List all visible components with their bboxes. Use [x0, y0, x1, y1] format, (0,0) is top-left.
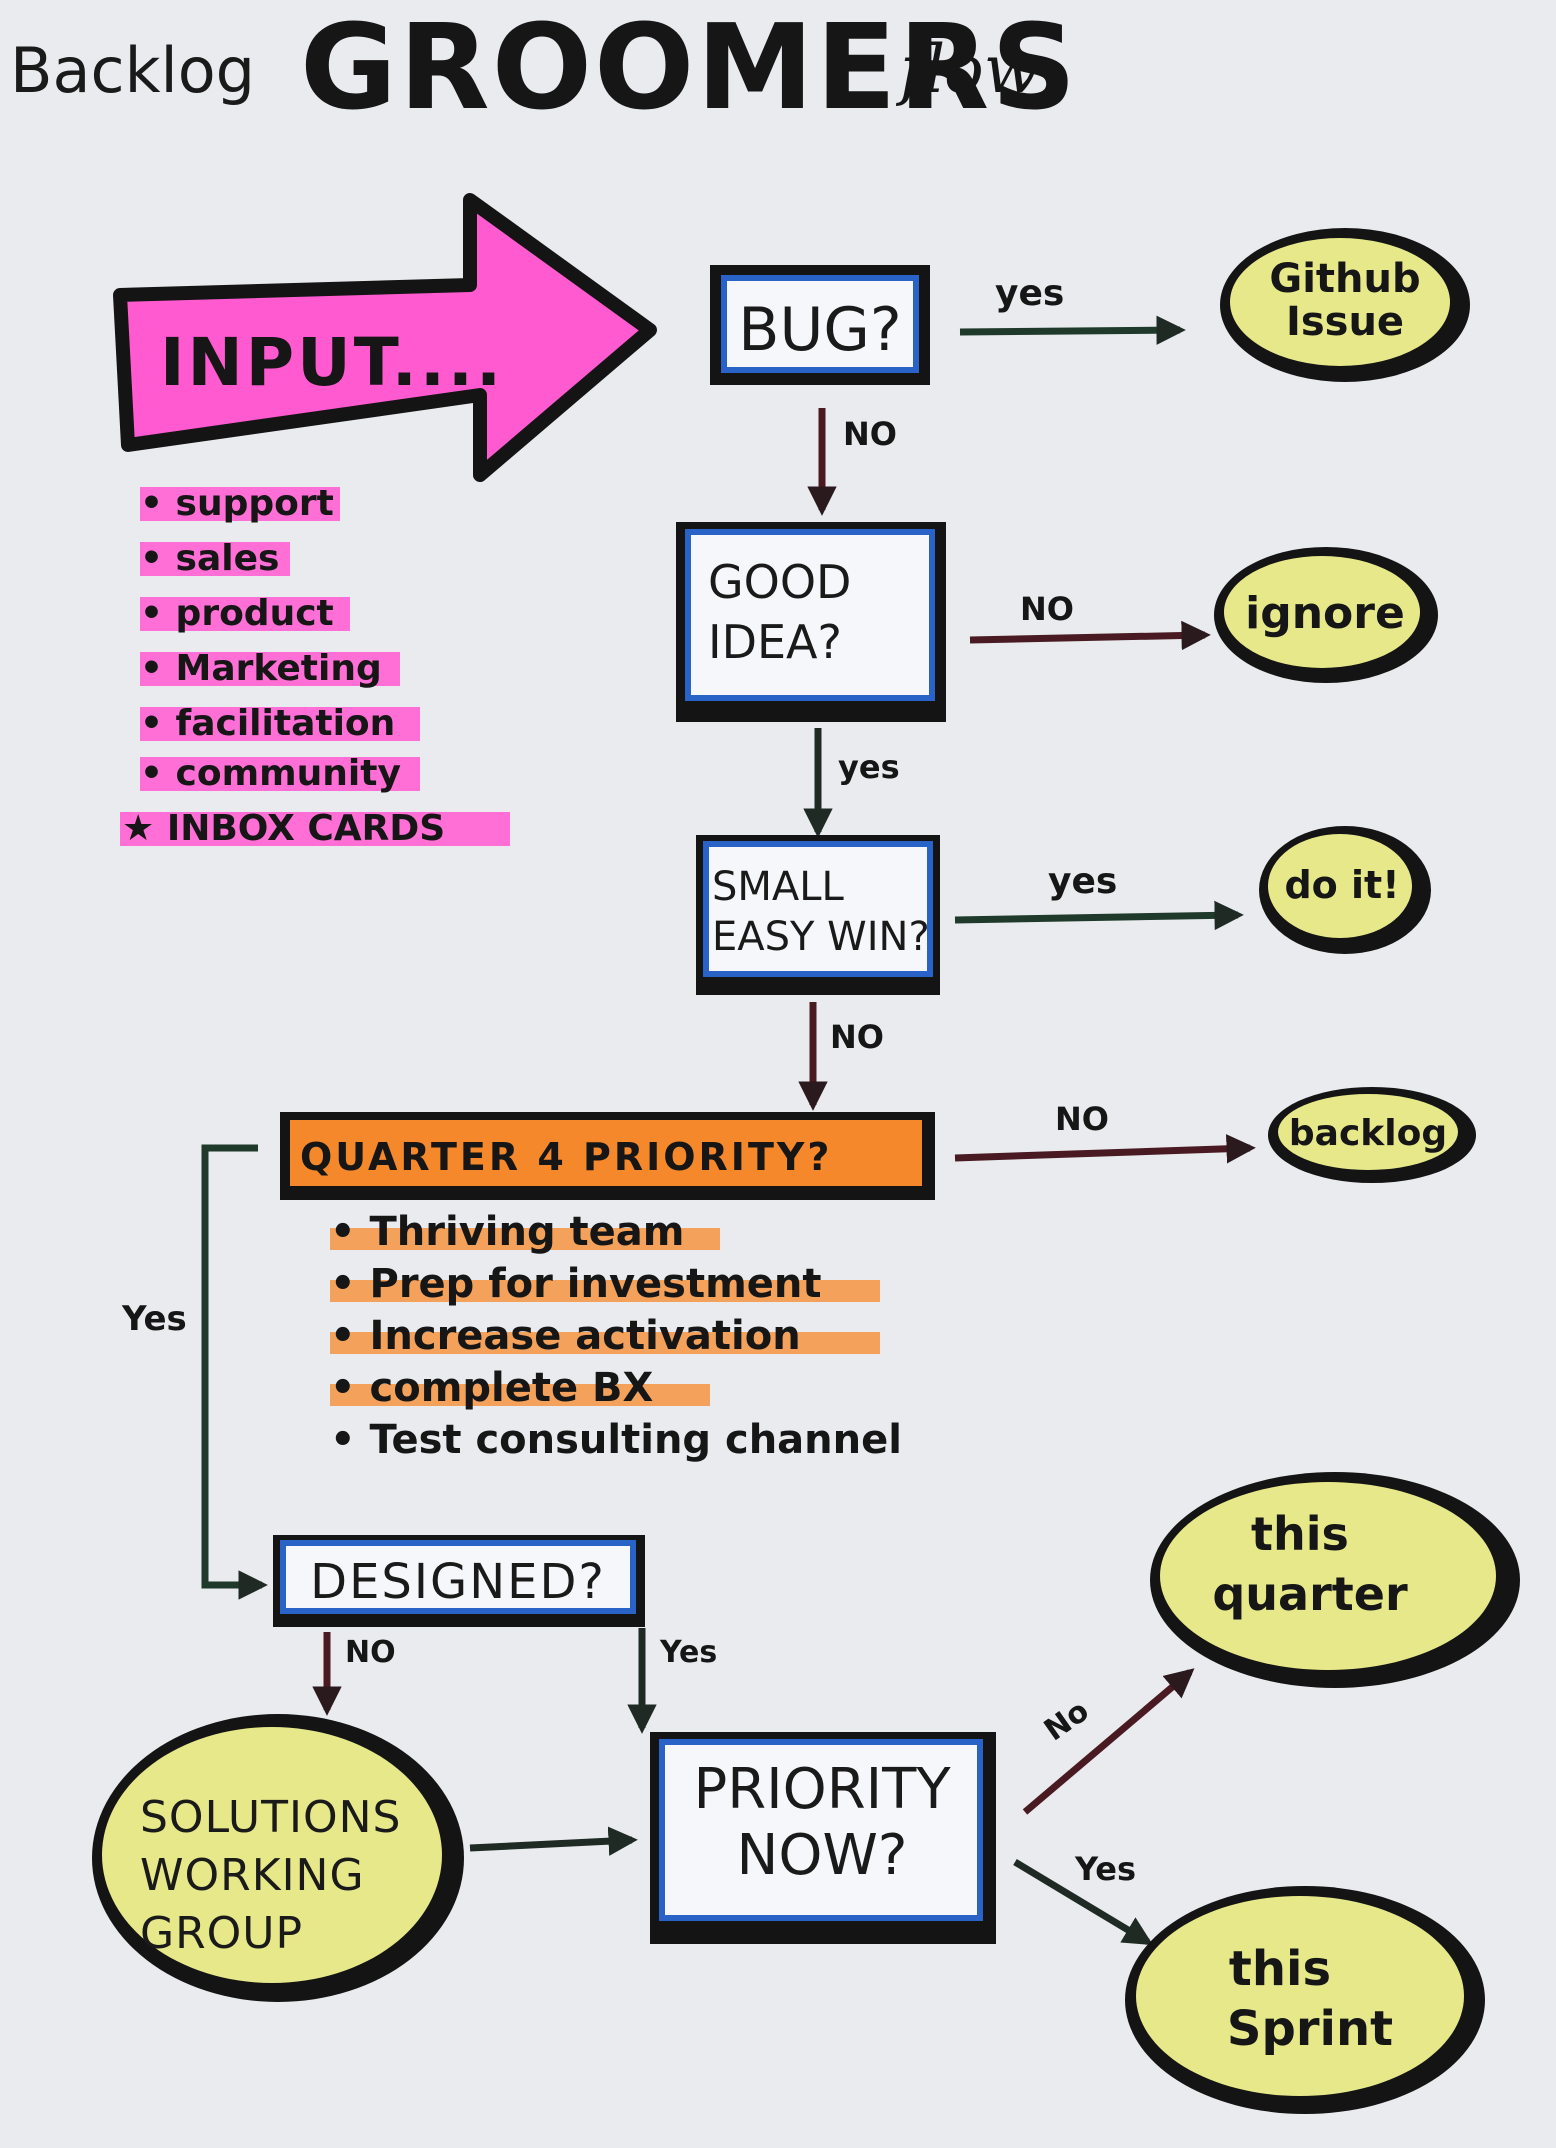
decision-q4-priority: QUARTER 4 PRIORITY? [280, 1112, 935, 1200]
label-now-no: No [1038, 1693, 1096, 1748]
label-now-yes: Yes [1074, 1850, 1136, 1888]
source-item: • community [140, 753, 401, 794]
source-item: • sales [140, 538, 279, 579]
arrow-bug-yes [959, 315, 1186, 345]
arrow-solutions-to-priority [469, 1826, 638, 1856]
backlog-label: backlog [1289, 1113, 1447, 1154]
arrow-win-yes [954, 900, 1244, 931]
decision-priority-now: PRIORITY NOW? [650, 1732, 996, 1944]
label-win-no: NO [830, 1018, 884, 1056]
github-label-line2: Issue [1286, 299, 1404, 345]
highlight-support [140, 487, 340, 521]
outcome-github-issue: Github Issue [1220, 228, 1470, 382]
solutions-line1: SOLUTIONS [140, 1792, 401, 1843]
label-idea-yes: yes [838, 748, 900, 786]
q4-item: • Increase activation [330, 1313, 801, 1359]
do-it-label: do it! [1284, 863, 1399, 907]
title-suffix: flow [895, 31, 1040, 108]
outcome-do-it: do it! [1259, 826, 1431, 954]
small-win-line2: EASY WIN? [712, 914, 930, 960]
highlight-product [140, 597, 350, 631]
highlight-facilitation [140, 707, 420, 741]
underline-q4-item [330, 1228, 720, 1250]
label-q4-yes: Yes [121, 1299, 187, 1339]
designed-label: DESIGNED? [310, 1554, 606, 1610]
highlight-marketing [140, 652, 400, 686]
source-item: • product [140, 593, 334, 634]
this-quarter-line1: this [1251, 1507, 1349, 1561]
q4-item: • Thriving team [330, 1209, 684, 1255]
title: Backlog GROOMERS flow [10, 0, 1078, 136]
decision-small-easy-win: SMALL EASY WIN? [696, 835, 940, 995]
label-q4-no: NO [1055, 1100, 1109, 1138]
highlight-inbox-cards [120, 812, 510, 846]
arrow-q4-no [954, 1134, 1256, 1164]
good-idea-line2: IDEA? [708, 615, 842, 669]
source-item: • support [140, 483, 334, 524]
underline-q4-item [330, 1384, 710, 1406]
q4-item: • complete BX [330, 1365, 654, 1411]
outcome-this-sprint: this Sprint [1125, 1886, 1485, 2114]
outcome-ignore: ignore [1214, 547, 1438, 683]
title-prefix: Backlog [10, 34, 255, 107]
good-idea-line1: GOOD [708, 555, 851, 609]
underline-q4-item [330, 1332, 880, 1354]
this-sprint-line2: Sprint [1227, 2001, 1393, 2057]
small-win-line1: SMALL [712, 864, 845, 910]
priority-now-line1: PRIORITY [693, 1757, 951, 1822]
input-label: INPUT.... [160, 324, 504, 401]
decision-designed: DESIGNED? [273, 1535, 645, 1627]
arrow-now-yes [1013, 1859, 1154, 1946]
highlight-sales [140, 542, 290, 576]
outcome-backlog: backlog [1268, 1087, 1476, 1183]
label-designed-yes: Yes [659, 1635, 717, 1670]
source-starred: ★ INBOX CARDS [122, 808, 445, 849]
decision-good-idea: GOOD IDEA? [676, 522, 946, 722]
highlight-community [140, 757, 420, 791]
label-designed-no: NO [345, 1635, 396, 1670]
label-bug-no: NO [843, 415, 897, 453]
github-label-line1: Github [1269, 256, 1420, 302]
arrow-idea-no [969, 620, 1211, 651]
q4-item: • Prep for investment [330, 1261, 822, 1307]
arrow-now-no [1022, 1668, 1195, 1815]
q4-priorities-list: • Thriving team • Prep for investment • … [330, 1209, 902, 1463]
decision-bug: BUG? [710, 265, 930, 385]
this-sprint-line1: this [1229, 1941, 1331, 1997]
source-item: • facilitation [140, 703, 395, 744]
solutions-line3: GROUP [140, 1908, 303, 1959]
input-sources: • support • sales • product • Marketing … [120, 483, 510, 849]
outcome-solutions-working-group: SOLUTIONS WORKING GROUP [92, 1714, 464, 2002]
input-arrow: INPUT.... [113, 193, 657, 482]
source-item: • Marketing [140, 648, 382, 689]
ignore-label: ignore [1245, 588, 1405, 639]
q4-label: QUARTER 4 PRIORITY? [300, 1135, 832, 1179]
label-bug-yes: yes [995, 273, 1064, 314]
label-idea-no: NO [1020, 590, 1074, 628]
solutions-line2: WORKING [140, 1850, 365, 1901]
bug-label: BUG? [738, 295, 901, 365]
q4-item: • Test consulting channel [330, 1417, 902, 1463]
outcome-this-quarter: this quarter [1150, 1472, 1520, 1688]
label-win-yes: yes [1048, 861, 1117, 902]
arrow-q4-yes [201, 1144, 268, 1600]
priority-now-line2: NOW? [736, 1823, 907, 1888]
underline-q4-item [330, 1280, 880, 1302]
this-quarter-line2: quarter [1212, 1567, 1408, 1621]
title-main: GROOMERS [300, 0, 1078, 136]
star-icon: ★ [122, 808, 167, 849]
